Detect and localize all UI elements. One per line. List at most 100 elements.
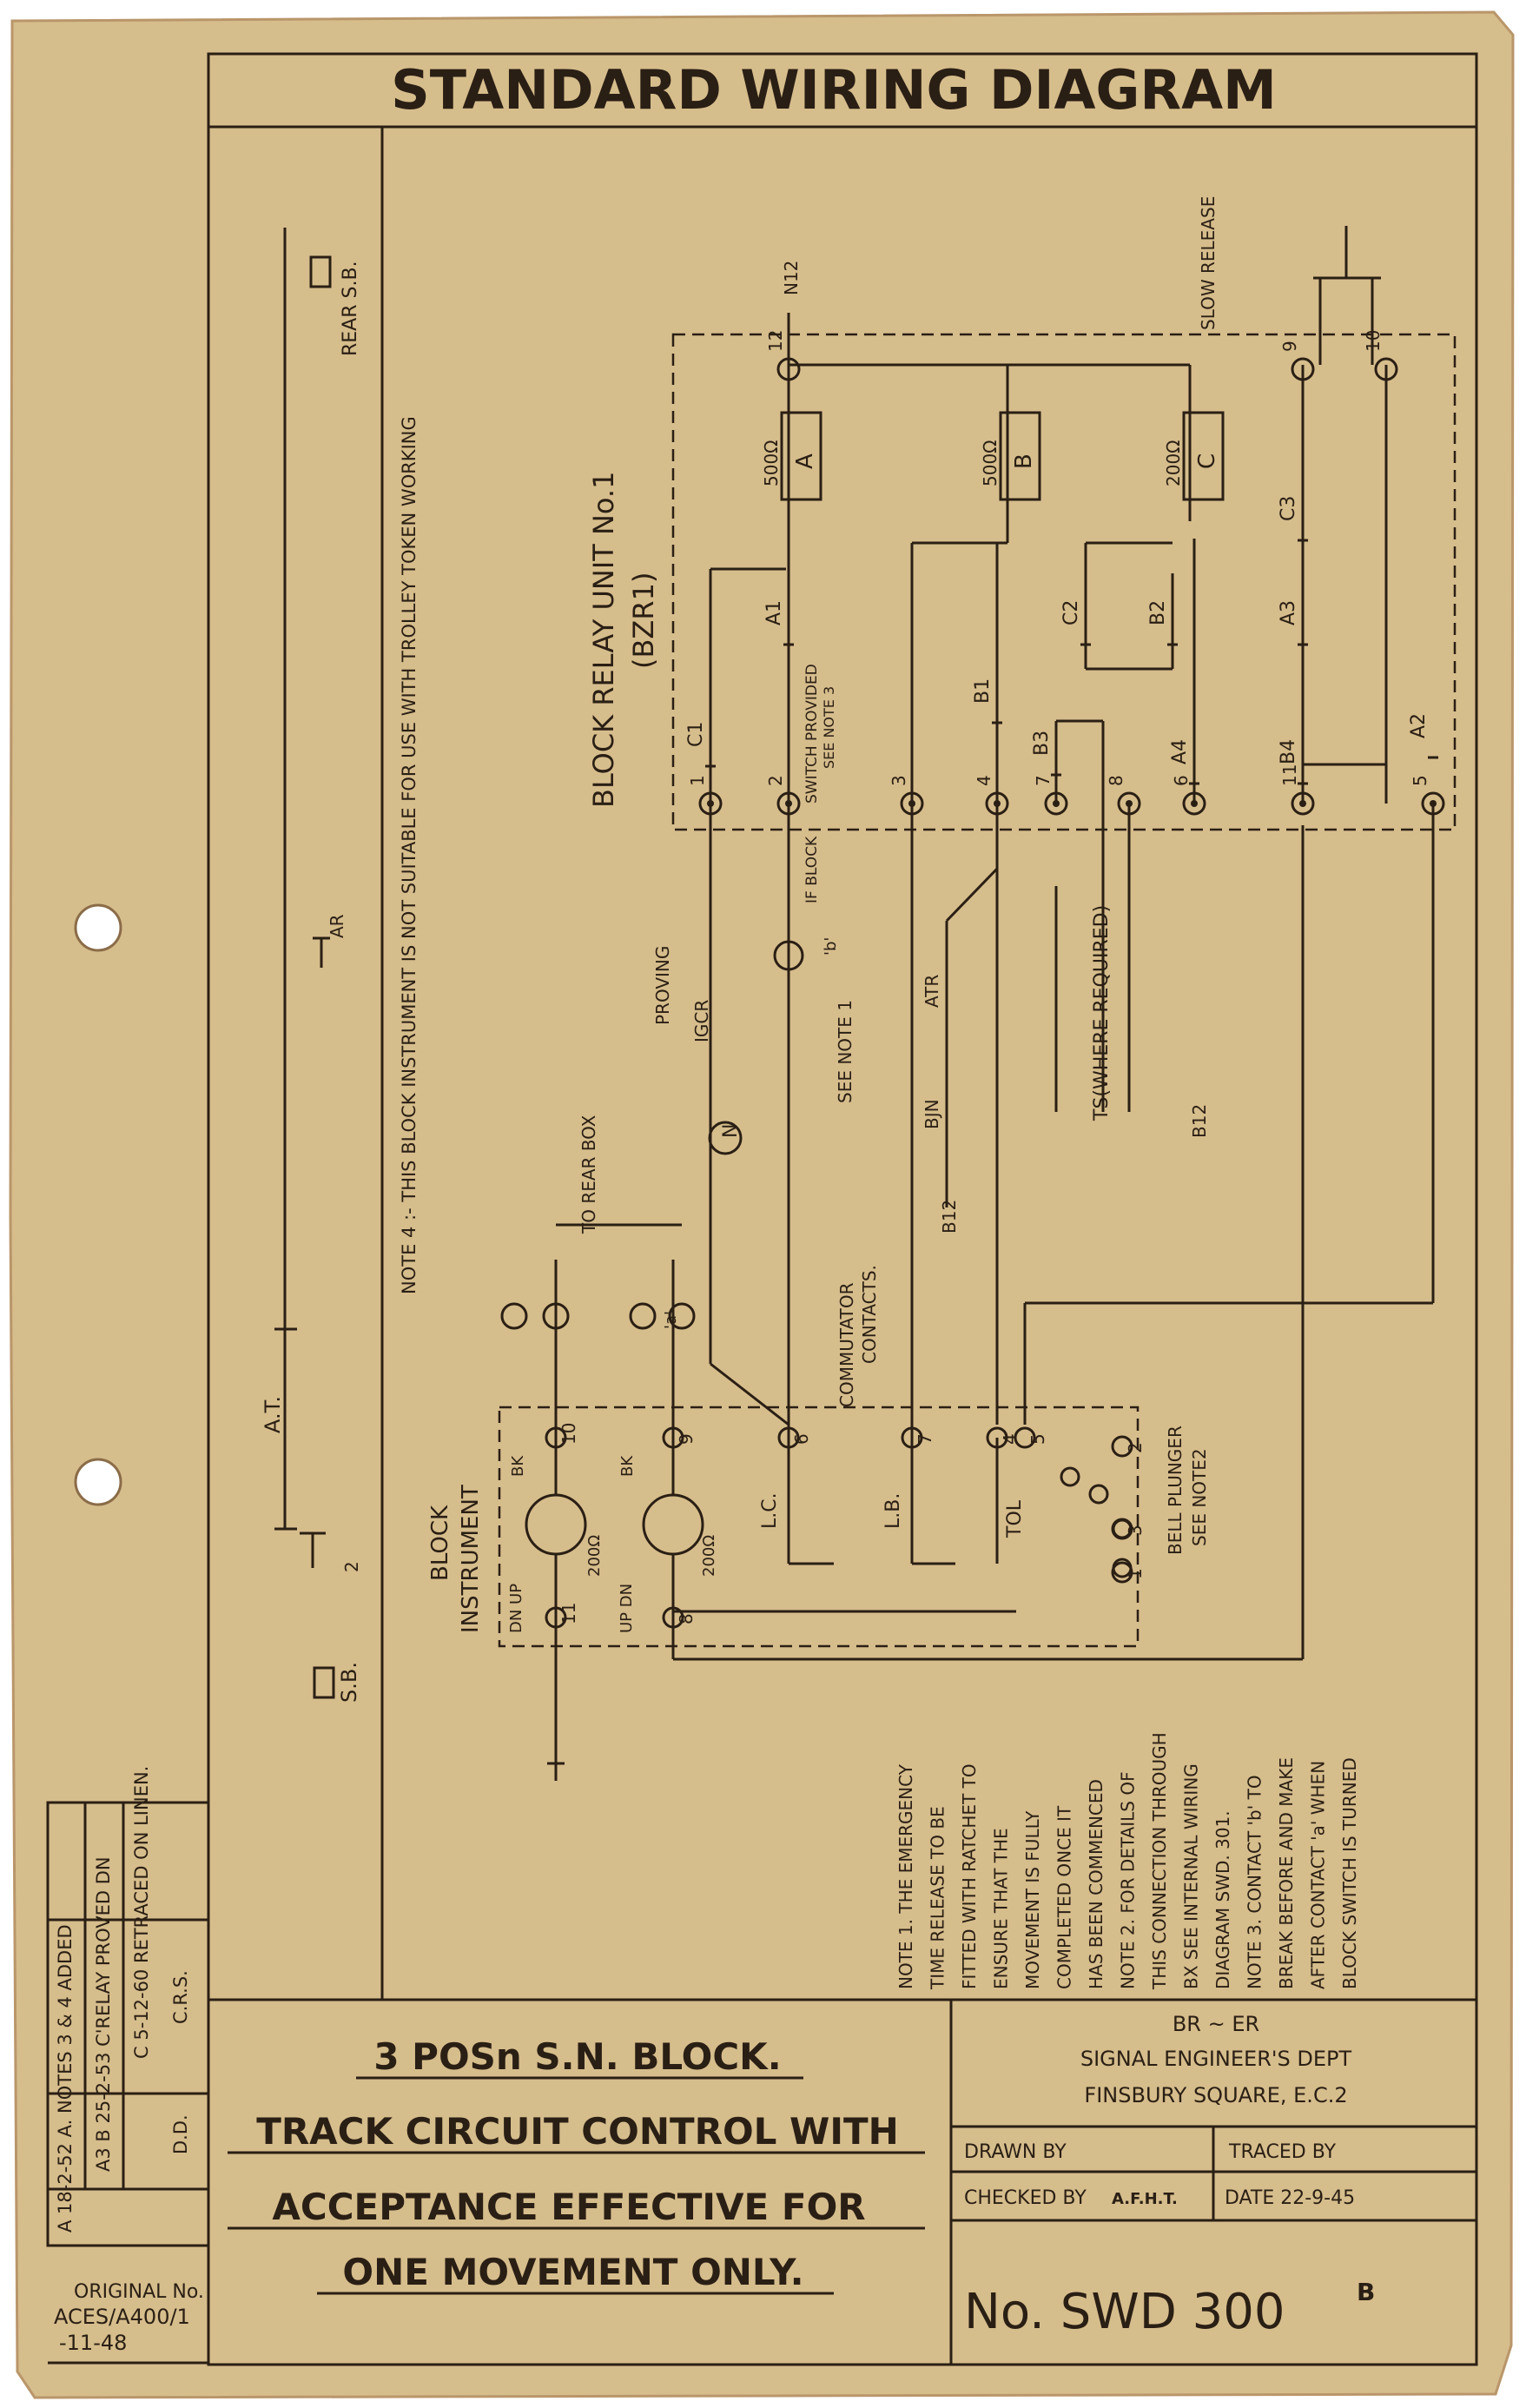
drawing-number-suffix: B xyxy=(1357,2278,1375,2306)
original-date: -11-48 xyxy=(59,2331,127,2355)
relay-contact-b2: B2 xyxy=(1147,600,1169,625)
label-up-dn: UP DN xyxy=(618,1584,636,1633)
label-block-instrument-1: BLOCK xyxy=(427,1505,453,1581)
note-line: HAS BEEN COMMENCED xyxy=(1086,1779,1107,1989)
terminal-number: 8 xyxy=(1106,775,1126,786)
note-line: THIS CONNECTION THROUGH xyxy=(1149,1732,1170,1990)
terminal-number: 3 xyxy=(889,775,909,786)
instrument-terminal-number: 2 xyxy=(1125,1442,1146,1453)
instrument-terminal xyxy=(1014,1426,1036,1449)
note-line: AFTER CONTACT 'a' WHEN xyxy=(1308,1761,1329,1989)
label-see-note2: SEE NOTE2 xyxy=(1189,1448,1210,1546)
relay-c-resistance: 200Ω xyxy=(1163,440,1184,486)
terminal-stud xyxy=(776,791,801,816)
terminal-number: 6 xyxy=(1171,775,1192,786)
terminal-stud-center xyxy=(994,800,1001,807)
terminal-stud-center xyxy=(1126,800,1133,807)
note-line: NOTE 1. THE EMERGENCY xyxy=(895,1763,916,1989)
punch-hole-lower xyxy=(74,1458,122,1506)
org-line-1: BR ~ ER xyxy=(1173,2012,1259,2036)
label-sb-number: 2 xyxy=(341,1561,362,1572)
paper-background xyxy=(9,10,1515,2399)
original-label: ORIGINAL No. xyxy=(74,2281,204,2303)
label-dn-up: DN UP xyxy=(507,1584,525,1633)
label-contact-b: 'b' xyxy=(822,937,840,956)
label-b12-lower: B12 xyxy=(1189,1104,1210,1138)
note-line: ENSURE THAT THE xyxy=(991,1828,1012,1989)
drawing-title-line-1: 3 POSn S.N. BLOCK. xyxy=(373,2035,781,2078)
block-relay-unit-box xyxy=(671,333,1457,831)
label-see-note1: SEE NOTE 1 xyxy=(835,1000,855,1103)
instrument-terminal-number: 11 xyxy=(558,1603,579,1624)
drawn-by-label: DRAWN BY xyxy=(964,2141,1067,2163)
original-ref: ACES/A400/1 xyxy=(54,2305,190,2329)
label-at: A.T. xyxy=(261,1396,285,1433)
label-proving: PROVING xyxy=(652,946,673,1025)
terminal-stud xyxy=(985,791,1009,816)
terminal-stud xyxy=(900,791,924,816)
label-bk-1: BK xyxy=(509,1455,527,1477)
label-bell-plunger: BELL PLUNGER xyxy=(1165,1426,1186,1555)
label-if-block: IF BLOCK xyxy=(803,836,821,903)
relay-contact-b3: B3 xyxy=(1031,731,1053,756)
revision-col-3: C 5-12-60 RETRACED ON LINEN. xyxy=(131,1766,152,2059)
relay-b-label: B xyxy=(1011,453,1037,469)
relay-coil-c xyxy=(1182,411,1225,501)
revision-col-1: A 18-2-52 A. NOTES 3 & 4 ADDED xyxy=(55,1924,76,2233)
instrument-terminal-number: 6 xyxy=(791,1433,812,1445)
terminal-stud xyxy=(1044,791,1068,816)
terminal-stud xyxy=(1291,791,1315,816)
relay-b-resistance: 500Ω xyxy=(980,440,1001,486)
terminal-number: 9 xyxy=(1279,341,1300,352)
drawing-title-line-2: TRACK CIRCUIT CONTROL WITH xyxy=(256,2110,899,2153)
instrument-terminal-number: 5 xyxy=(1027,1433,1048,1445)
terminal-number: 10 xyxy=(1363,330,1384,352)
terminal-number: 7 xyxy=(1033,775,1054,786)
revision-dd: D.D. xyxy=(170,2114,191,2154)
instrument-terminal-number: 9 xyxy=(676,1433,697,1445)
label-commutator: COMMUTATOR xyxy=(836,1282,857,1407)
terminal-number: 4 xyxy=(974,775,994,786)
revision-crs: C.R.S. xyxy=(170,1970,191,2024)
terminal-stud xyxy=(1374,357,1398,381)
label-bk-2: BK xyxy=(618,1455,637,1477)
label-200-ohm-1: 200Ω xyxy=(585,1535,604,1577)
relay-contact-c2: C2 xyxy=(1060,600,1082,625)
note-line: COMPLETED ONCE IT xyxy=(1054,1805,1075,1989)
note-line: NOTE 2. FOR DETAILS OF xyxy=(1118,1771,1139,1989)
label-switch-provided: SWITCH PROVIDED xyxy=(803,664,821,804)
relay-contact-c3: C3 xyxy=(1278,496,1299,521)
diagram-title: STANDARD WIRING DIAGRAM xyxy=(391,58,1277,122)
note-line: NOTE 3. CONTACT 'b' TO xyxy=(1245,1775,1265,1989)
relay-unit-wiring xyxy=(709,226,1435,1426)
terminal-stud xyxy=(776,357,801,381)
terminal-stud-center xyxy=(785,800,792,807)
instrument-terminal xyxy=(1111,1561,1133,1584)
note-line: TIME RELEASE TO BE xyxy=(928,1806,948,1990)
note-line: BREAK BEFORE AND MAKE xyxy=(1276,1757,1297,1989)
label-atr: ATR xyxy=(922,975,942,1008)
terminal-stud xyxy=(698,791,723,816)
label-contacts: CONTACTS. xyxy=(859,1265,880,1364)
date-label: DATE 22-9-45 xyxy=(1225,2187,1355,2209)
relay-coil-a xyxy=(780,411,822,501)
relay-a-resistance: 500Ω xyxy=(761,440,782,486)
terminal-number: 1 xyxy=(687,775,708,786)
relay-contact-a1: A1 xyxy=(763,600,785,625)
drawing-title-line-3: ACCEPTANCE EFFECTIVE FOR xyxy=(272,2186,865,2228)
label-tol: TOL xyxy=(1004,1499,1026,1538)
label-n12: N12 xyxy=(781,261,802,295)
frame-lines xyxy=(46,52,1478,2366)
note-line: BLOCK SWITCH IS TURNED xyxy=(1339,1757,1360,1989)
instrument-terminal xyxy=(1111,1435,1133,1458)
relay-contact-a2: A2 xyxy=(1408,713,1430,738)
label-block-instrument-2: INSTRUMENT xyxy=(458,1485,484,1633)
label-rear-sb: REAR S.B. xyxy=(340,261,361,356)
note-line: BX SEE INTERNAL WIRING xyxy=(1181,1763,1202,1989)
terminal-stud xyxy=(1291,357,1315,381)
terminal-stud xyxy=(1182,791,1206,816)
